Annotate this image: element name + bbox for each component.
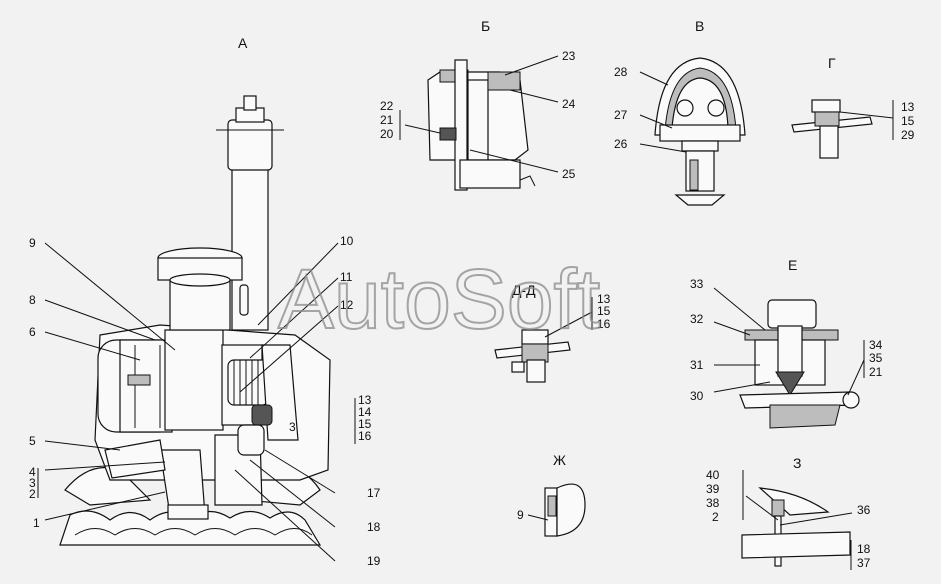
- callout-9b: 9: [517, 508, 524, 522]
- view-z-title: З: [793, 455, 801, 471]
- callout-12: 12: [340, 298, 354, 312]
- view-e-detail: [713, 287, 865, 429]
- callout-30: 30: [690, 389, 704, 403]
- callout-18a: 18: [367, 520, 381, 534]
- callout-13b: 13: [901, 100, 915, 114]
- callout-11: 11: [340, 270, 353, 284]
- callout-2b: 2: [712, 510, 719, 524]
- callout-35: 35: [869, 351, 883, 365]
- view-dd-detail: [494, 297, 593, 383]
- view-v-detail: [639, 57, 746, 206]
- callout-32: 32: [690, 312, 704, 326]
- callout-16c: 16: [597, 317, 611, 331]
- callout-27: 27: [614, 108, 628, 122]
- callout-15a: 15: [358, 417, 372, 431]
- callout-15c: 15: [597, 304, 611, 318]
- view-g-detail: [791, 99, 894, 159]
- callout-17: 17: [367, 486, 381, 500]
- callout-29: 29: [901, 128, 915, 142]
- view-zh-detail: [527, 483, 586, 537]
- view-dd-title: Д-Д: [512, 282, 536, 298]
- callout-19: 19: [367, 554, 381, 568]
- view-zh-title: Ж: [553, 452, 566, 468]
- callout-10: 10: [340, 234, 354, 248]
- view-g-title: Г: [828, 55, 836, 71]
- callout-22: 22: [380, 99, 394, 113]
- callout-21a: 21: [380, 113, 394, 127]
- callout-18b: 18: [857, 542, 871, 556]
- callout-3b: 3: [289, 420, 296, 434]
- callout-8: 8: [29, 293, 36, 307]
- callout-21b: 21: [869, 365, 883, 379]
- callout-23: 23: [562, 49, 576, 63]
- callout-36: 36: [857, 503, 871, 517]
- callout-2: 2: [29, 487, 36, 501]
- callout-24: 24: [562, 97, 576, 111]
- callout-28: 28: [614, 65, 628, 79]
- callout-15b: 15: [901, 114, 915, 128]
- view-a-assembly: [59, 95, 331, 546]
- view-a-leaders: [37, 242, 356, 562]
- callout-labels: 9 8 6 5 4 3 2 1 10 11 12 13 14 15 16 3 1…: [29, 49, 915, 570]
- callout-9: 9: [29, 236, 36, 250]
- callout-13a: 13: [358, 393, 372, 407]
- callout-40: 40: [706, 468, 720, 482]
- view-b-title: Б: [481, 18, 490, 34]
- callout-20: 20: [380, 127, 394, 141]
- callout-38: 38: [706, 496, 720, 510]
- corrugated-hose: [227, 359, 269, 406]
- view-e-title: Е: [788, 257, 797, 273]
- callout-26: 26: [614, 137, 628, 151]
- callout-33: 33: [690, 277, 704, 291]
- callout-25: 25: [562, 167, 576, 181]
- callout-3: 3: [29, 476, 36, 490]
- watermark-text: AutoSoft: [278, 252, 600, 346]
- callout-13c: 13: [597, 292, 611, 306]
- callout-6: 6: [29, 325, 36, 339]
- callout-5: 5: [29, 434, 36, 448]
- callout-34: 34: [869, 338, 883, 352]
- view-a-title: А: [238, 35, 248, 51]
- callout-16a: 16: [358, 429, 372, 443]
- callout-39: 39: [706, 482, 720, 496]
- callout-1: 1: [33, 516, 40, 530]
- callout-37: 37: [857, 556, 871, 570]
- view-b-detail: [399, 55, 559, 191]
- callout-4: 4: [29, 465, 36, 479]
- callout-14: 14: [358, 405, 372, 419]
- callout-31: 31: [690, 358, 704, 372]
- view-z-detail: [741, 470, 853, 570]
- view-v-title: В: [695, 18, 704, 34]
